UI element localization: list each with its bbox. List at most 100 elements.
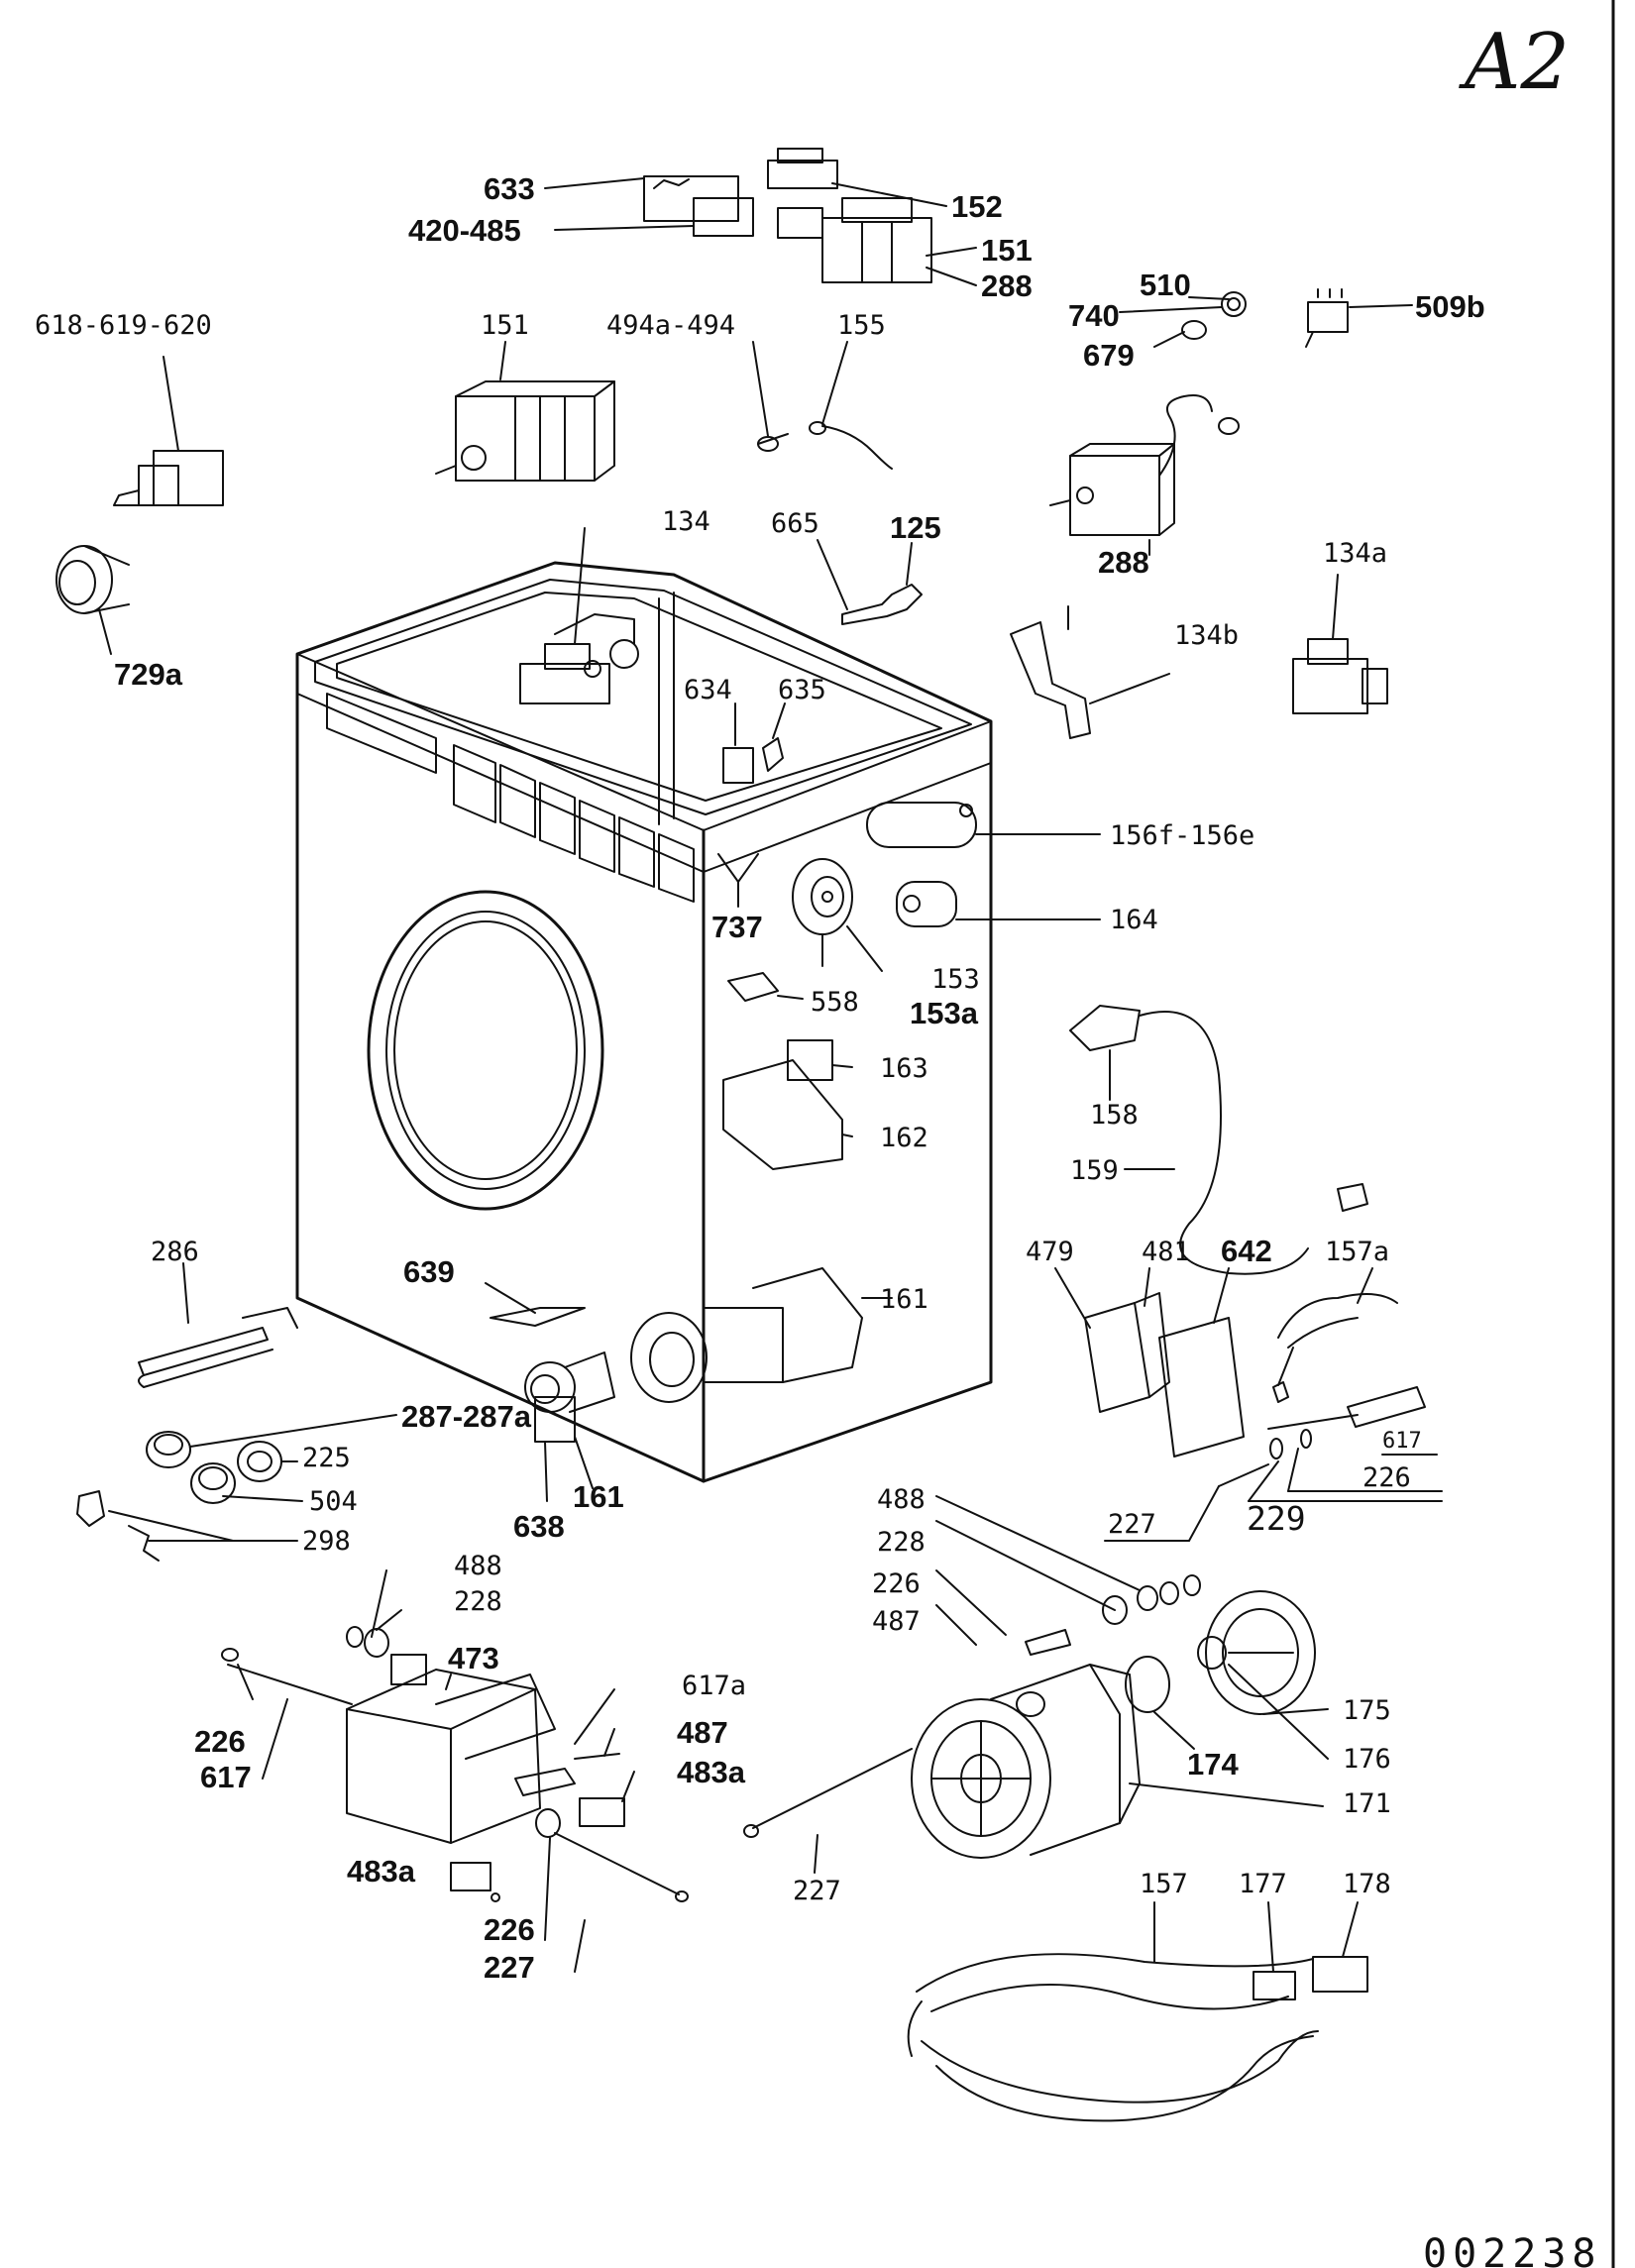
wiring-157a	[1272, 1267, 1398, 1403]
drawing-number: 002238	[1423, 2231, 1602, 2268]
callout-481: 481	[1142, 1237, 1190, 1267]
timer-151	[435, 341, 615, 482]
thermostat-288	[1049, 394, 1240, 556]
wiring-harness-157	[907, 1901, 1368, 2122]
callout-178: 178	[1343, 1869, 1391, 1899]
callout-635: 635	[778, 675, 826, 705]
door-lock-134	[519, 527, 610, 704]
callout-617-right: 617	[1382, 1429, 1422, 1454]
callout-228-left: 228	[454, 1586, 502, 1617]
callout-155: 155	[837, 310, 886, 341]
power-cord-158-159	[1069, 1005, 1368, 1275]
program-switch-top	[643, 148, 932, 283]
leader-lines-top	[544, 177, 1413, 348]
callout-510: 510	[1140, 268, 1191, 302]
callout-153a: 153a	[910, 996, 978, 1030]
callout-737: 737	[711, 910, 763, 944]
callout-298: 298	[302, 1526, 351, 1557]
callout-156f-156e: 156f-156e	[1110, 820, 1255, 851]
callout-227-lower: 227	[484, 1950, 535, 1985]
callout-151-top: 151	[981, 233, 1033, 268]
heating-element-286	[138, 1262, 298, 1388]
callout-617-left: 617	[200, 1760, 252, 1794]
callout-226-left: 226	[194, 1724, 246, 1759]
callout-157: 157	[1140, 1869, 1188, 1899]
pump-parts-left	[485, 1282, 615, 1502]
motor-shaft-parts-617-226	[1104, 1386, 1443, 1542]
pressure-switch-parts	[717, 802, 1101, 1170]
callout-473: 473	[448, 1641, 499, 1675]
callout-228-motor: 228	[877, 1527, 926, 1558]
callout-229: 229	[1247, 1499, 1306, 1538]
callout-634: 634	[684, 675, 732, 705]
small-parts-494-155	[752, 341, 893, 470]
callout-159: 159	[1070, 1155, 1119, 1186]
callout-487-motor: 487	[872, 1606, 921, 1637]
sheet-corner-mark: A2	[1465, 18, 1570, 107]
callout-642: 642	[1221, 1234, 1272, 1268]
callout-151-mid: 151	[481, 310, 529, 341]
callout-226-lower: 226	[484, 1912, 535, 1947]
callout-153: 153	[931, 964, 980, 995]
callout-161-right: 161	[880, 1284, 928, 1315]
callout-420-485: 420-485	[408, 213, 521, 248]
callout-287-287a: 287-287a	[401, 1399, 532, 1434]
callout-227-right: 227	[1108, 1509, 1156, 1540]
callout-225: 225	[302, 1443, 351, 1473]
callout-175: 175	[1343, 1695, 1391, 1726]
callout-617a: 617a	[682, 1671, 747, 1701]
callout-487-left: 487	[677, 1715, 728, 1750]
drain-pump-161	[630, 1267, 893, 1403]
callout-161-bottom: 161	[573, 1479, 624, 1514]
callout-729a: 729a	[114, 657, 182, 692]
callout-483a-right: 483a	[677, 1755, 745, 1789]
filter-parts	[76, 1414, 397, 1562]
callout-638: 638	[513, 1509, 565, 1544]
callout-163: 163	[880, 1053, 928, 1084]
callout-488-left: 488	[454, 1551, 502, 1581]
lamp-parts	[1181, 288, 1349, 348]
callout-134: 134	[662, 506, 710, 537]
callout-483a-left: 483a	[347, 1854, 415, 1889]
callout-226-motor: 226	[872, 1568, 921, 1599]
motor-473-assembly	[221, 1569, 689, 1973]
door-interlock-134a	[1292, 574, 1388, 714]
callout-157a: 157a	[1325, 1237, 1390, 1267]
callout-665: 665	[771, 508, 819, 539]
callout-177: 177	[1239, 1869, 1287, 1899]
callout-479: 479	[1026, 1237, 1074, 1267]
callout-134a: 134a	[1323, 538, 1388, 569]
callout-171: 171	[1343, 1788, 1391, 1819]
valve-parts-665-125	[817, 539, 923, 625]
callout-226-right: 226	[1362, 1462, 1411, 1493]
callout-174: 174	[1187, 1747, 1239, 1782]
knob-729a	[55, 545, 130, 655]
callout-227-motor: 227	[793, 1876, 841, 1906]
callout-288-mid: 288	[1098, 545, 1149, 580]
callout-740: 740	[1068, 298, 1120, 333]
callout-158: 158	[1090, 1100, 1139, 1131]
callout-509b: 509b	[1415, 289, 1485, 324]
callout-288-top: 288	[981, 269, 1033, 303]
callout-176: 176	[1343, 1744, 1391, 1775]
callout-125: 125	[890, 510, 941, 545]
callout-633: 633	[484, 171, 535, 206]
callout-488-motor: 488	[877, 1484, 926, 1515]
callout-152: 152	[951, 189, 1003, 224]
callout-494a-494: 494a-494	[606, 310, 736, 341]
bracket-134b	[1010, 605, 1170, 739]
callout-558: 558	[811, 987, 859, 1018]
callout-164: 164	[1110, 905, 1158, 935]
callout-679: 679	[1083, 338, 1135, 373]
callout-286: 286	[151, 1237, 199, 1267]
motor-171-assembly	[743, 1495, 1329, 1874]
callout-639: 639	[403, 1254, 455, 1289]
callout-504: 504	[309, 1486, 358, 1517]
selector-switch-618	[113, 356, 224, 506]
clips-634-635	[722, 702, 786, 784]
callout-134b: 134b	[1174, 620, 1240, 651]
callout-162: 162	[880, 1123, 928, 1153]
callout-618-619-620: 618-619-620	[35, 310, 212, 341]
timer-board-479-642	[1054, 1267, 1245, 1458]
